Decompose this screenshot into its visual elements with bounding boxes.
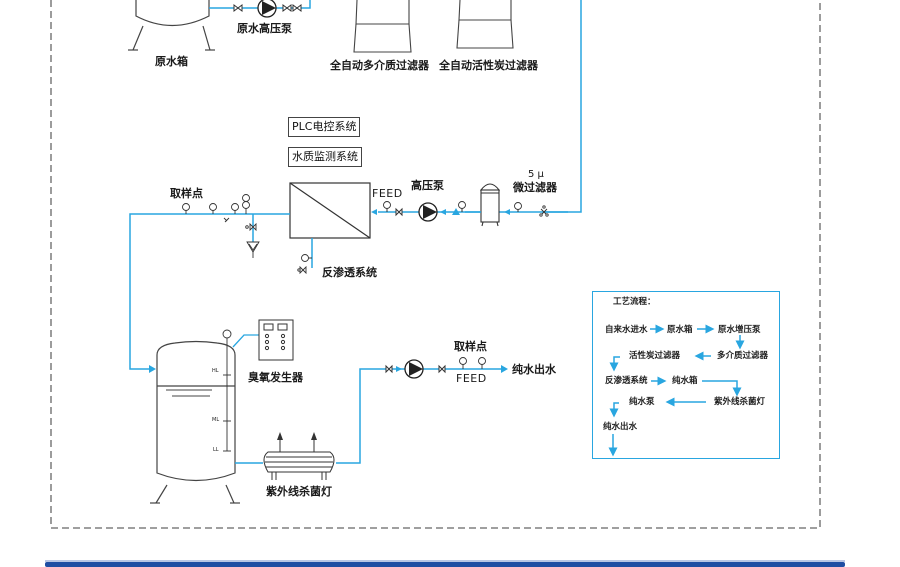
- uv-sterilizer-label: 紫外线杀菌灯: [266, 485, 332, 498]
- ozone-generator-cabinet: [258, 319, 294, 361]
- bottom-bar-shadow: [45, 560, 845, 562]
- valve-icon: [245, 222, 257, 232]
- hp-pump-label: 高压泵: [411, 179, 444, 192]
- multimedia-filter: [353, 0, 412, 53]
- ozone-generator-label: 臭氧发生器: [248, 371, 303, 384]
- flow-arrow: [396, 366, 402, 372]
- feed-label-outlet: FEED: [456, 372, 487, 385]
- reverse-osmosis-unit: [289, 182, 371, 239]
- sampling-point-label-1: 取样点: [170, 187, 203, 200]
- plc-control-system-box: PLC电控系统: [288, 117, 361, 137]
- multimedia-filter-label: 全自动多介质过滤器: [330, 59, 429, 72]
- valve-icon: [385, 364, 393, 374]
- pump-icon: [257, 0, 277, 18]
- legend-step: 自来水进水: [605, 325, 648, 335]
- pressure-gauge-icon: [301, 254, 312, 262]
- pure-water-outlet-line: [385, 357, 508, 379]
- bottom-accent-bar: [45, 562, 845, 567]
- legend-step: 纯水箱: [672, 376, 698, 386]
- legend-step: 多介质过滤器: [717, 351, 769, 361]
- uv-pipe: [235, 368, 391, 464]
- carbon-filter-label: 全自动活性炭过滤器: [439, 59, 538, 72]
- feed-pipe-right: [465, 0, 582, 213]
- flow-arrow: [501, 365, 508, 373]
- ro-system-label: 反渗透系统: [322, 266, 377, 279]
- conductivity-gauge-icon: [478, 357, 486, 369]
- process-flow-legend: 工艺流程： 自来水进水 原水箱 原水增压泵 活性炭过滤器 多介质过滤器 反渗透系…: [592, 291, 780, 459]
- pure-water-out-label: 纯水出水: [512, 363, 556, 376]
- activated-carbon-filter: [456, 0, 514, 49]
- valve-icon: [438, 364, 446, 374]
- pressure-gauge-icon: [458, 201, 466, 212]
- valve-icon: [395, 207, 403, 217]
- legend-step: 反渗透系统: [605, 376, 648, 386]
- legend-step: 纯水泵: [629, 397, 655, 407]
- raw-water-tank: [128, 0, 215, 51]
- tank-level-ll: LL: [213, 447, 219, 453]
- valve-icon: [297, 265, 307, 275]
- legend-flow-arrows: [608, 324, 745, 457]
- flow-arrow: [452, 208, 460, 215]
- uv-sterilizer: [263, 438, 335, 480]
- legend-step: 活性炭过滤器: [629, 351, 681, 361]
- pressure-gauge-icon: [514, 202, 522, 212]
- legend-step: 原水箱: [667, 325, 693, 335]
- legend-step: 紫外线杀菌灯: [714, 397, 766, 407]
- legend-title: 工艺流程：: [613, 297, 656, 307]
- drain-funnel-icon: [246, 241, 260, 258]
- uv-arrow-icon: [277, 432, 283, 440]
- water-quality-monitor-box: 水质监测系统: [288, 147, 362, 167]
- raw-tank-label: 原水箱: [155, 55, 188, 68]
- pure-water-tank: [150, 340, 240, 504]
- valve-icon: [233, 4, 243, 12]
- tank-level-ml: ML: [212, 417, 220, 423]
- micro-filter-size: 5 μ: [528, 169, 544, 180]
- pressure-gauge-icon: [383, 201, 391, 212]
- flow-arrow: [149, 365, 156, 373]
- valve-icon: [282, 4, 302, 12]
- legend-step: 纯水出水: [603, 422, 638, 432]
- micro-filter-inlet-fittings: [504, 202, 568, 217]
- raw-pump-label: 原水高压泵: [237, 22, 292, 35]
- flow-arrow: [371, 209, 377, 215]
- pure-water-pump-icon: [404, 359, 424, 379]
- valve-icon: [539, 205, 549, 217]
- legend-step: 原水增压泵: [718, 325, 761, 335]
- raw-pump-pipe: [209, 0, 311, 18]
- feed-label-ro: FEED: [372, 187, 403, 200]
- sampling-gauges: [182, 194, 250, 223]
- flow-arrow: [440, 209, 446, 215]
- sampling-point-label-2: 取样点: [454, 340, 487, 353]
- dashed-frame: [50, 0, 821, 529]
- high-pressure-pump-icon: [418, 202, 438, 222]
- level-gauge: [222, 329, 232, 452]
- uv-arrow-icon: [311, 432, 317, 440]
- micro-filter-label: 微过滤器: [513, 181, 557, 194]
- pressure-gauge-icon: [459, 357, 467, 369]
- permeate-pipe: [129, 213, 290, 370]
- micro-filter: [479, 183, 501, 227]
- ozone-pipe: [232, 334, 259, 348]
- tank-level-hl: HL: [212, 368, 219, 374]
